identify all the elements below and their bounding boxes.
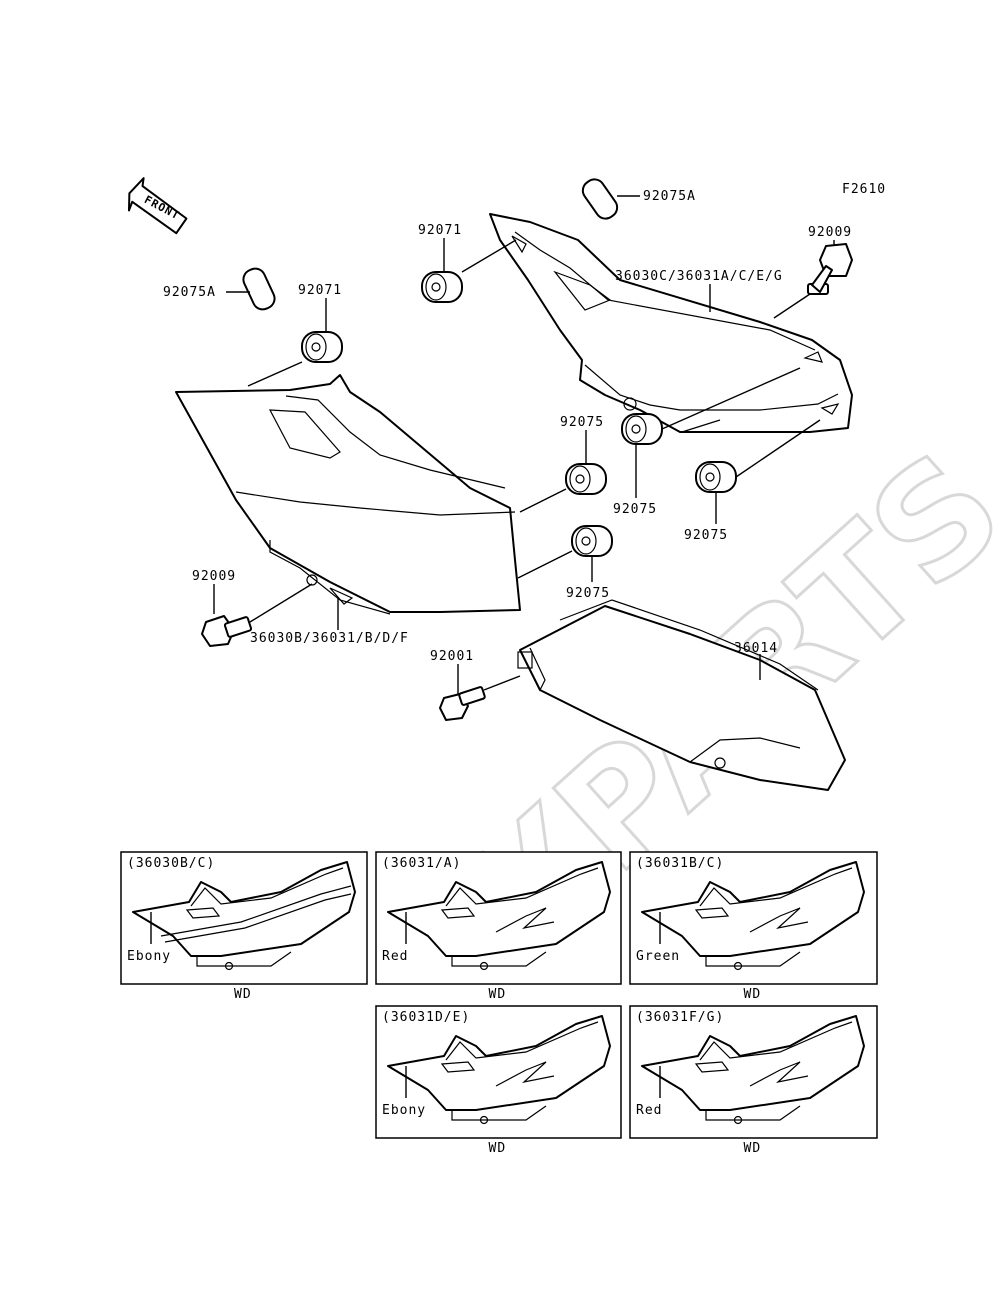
variant-color: Green — [636, 949, 680, 964]
variant-color: Ebony — [127, 949, 171, 964]
variant-cover-drawing — [132, 861, 356, 971]
variant-note: WD — [489, 987, 507, 1002]
callout-92075-a: 92075 — [560, 415, 604, 430]
callout-92009-left: 92009 — [192, 569, 236, 584]
figure-code: F2610 — [842, 182, 886, 197]
callout-36014: 36014 — [734, 641, 778, 656]
pad-92075A-upper — [581, 178, 619, 220]
variant-cover-drawing — [387, 1015, 611, 1125]
variant-color: Red — [636, 1103, 662, 1118]
callout-92009-right: 92009 — [808, 225, 852, 240]
variant-note: WD — [234, 987, 252, 1002]
side-cover-right — [489, 213, 853, 433]
bolt-92001 — [439, 686, 486, 721]
bolt-92009-right — [807, 243, 853, 295]
variant-title: (36031F/G) — [636, 1010, 724, 1025]
callout-92075A-left: 92075A — [163, 285, 216, 300]
grommet-92075-a — [565, 463, 607, 495]
variant-panels: (36030B/C)EbonyWD(36031/A)RedWD(36031B/C… — [120, 851, 878, 1156]
variant-title: (36031D/E) — [382, 1010, 470, 1025]
callout-92075-d: 92075 — [566, 586, 610, 601]
front-arrow-icon: FRONT — [127, 177, 188, 235]
callout-92001: 92001 — [430, 649, 474, 664]
leader-lines — [213, 195, 835, 694]
callout-92075-c: 92075 — [684, 528, 728, 543]
variant-title: (36031/A) — [382, 856, 461, 871]
callout-36030C: 36030C/36031A/C/E/G — [615, 269, 783, 284]
variant-title: (36030B/C) — [127, 856, 215, 871]
grommet-92075-b — [621, 413, 663, 445]
grommet-92075-d — [571, 525, 613, 557]
variant-note: WD — [744, 987, 762, 1002]
variant-cover-drawing — [387, 861, 611, 971]
callout-36030B: 36030B/36031/B/D/F — [250, 631, 409, 646]
callout-92071-top: 92071 — [418, 223, 462, 238]
bolt-92009-left — [201, 615, 253, 647]
grommet-92075-c — [695, 461, 737, 493]
chain-cover — [517, 599, 846, 791]
pad-92075A-lower — [242, 267, 276, 311]
callout-92071-left: 92071 — [298, 283, 342, 298]
variant-title: (36031B/C) — [636, 856, 724, 871]
variant-color: Ebony — [382, 1103, 426, 1118]
variant-color: Red — [382, 949, 408, 964]
variant-note: WD — [744, 1141, 762, 1156]
callout-92075-b: 92075 — [613, 502, 657, 517]
variant-cover-drawing — [641, 861, 865, 971]
side-cover-left — [175, 374, 521, 615]
grommet-92071-upper — [421, 271, 463, 303]
variant-cover-drawing — [641, 1015, 865, 1125]
grommet-92071-lower — [301, 331, 343, 363]
callout-92075A-top: 92075A — [643, 189, 696, 204]
variant-note: WD — [489, 1141, 507, 1156]
